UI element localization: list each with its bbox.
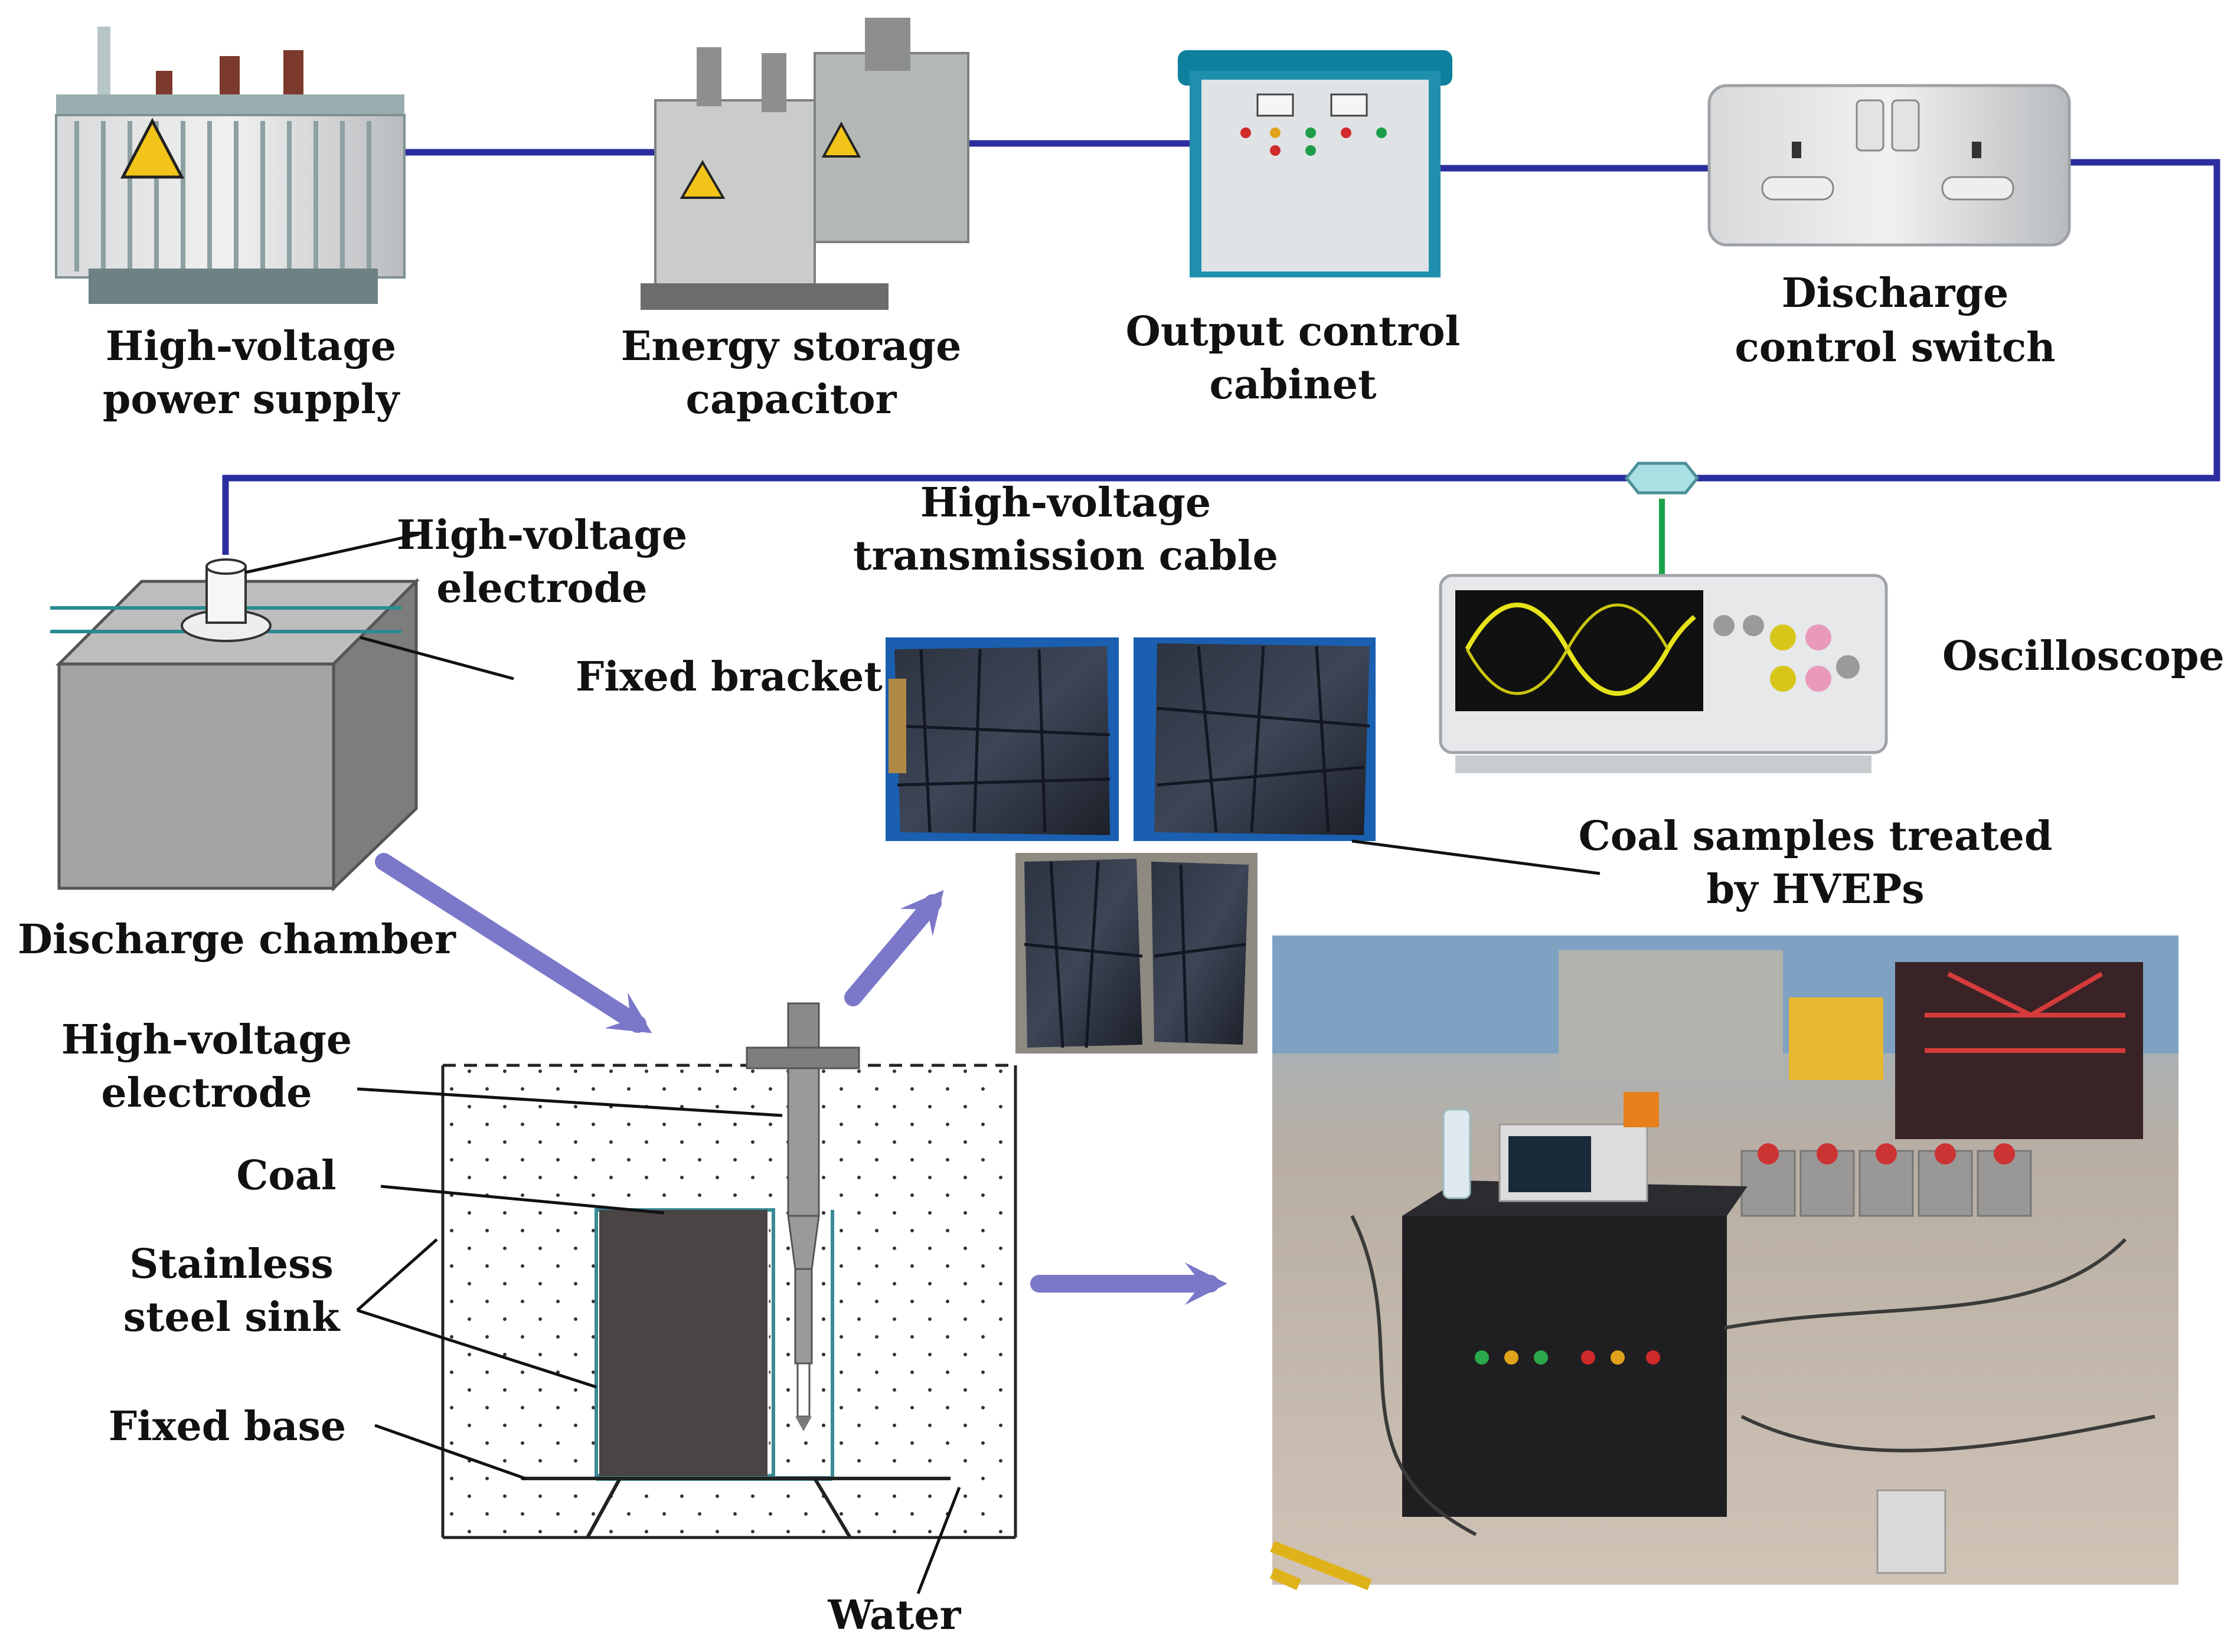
coal-sample-photo-1 — [886, 637, 1119, 841]
electrode-leader — [244, 532, 420, 574]
coal-sample-photo-2 — [1134, 637, 1376, 841]
top-electrode-label-1: High-voltage — [397, 512, 687, 559]
samples-label-1: Coal samples treated — [1579, 813, 2053, 860]
lab-setup-photo — [1269, 935, 2179, 1591]
capacitor-icon — [641, 18, 969, 310]
switch-label-1: Discharge — [1782, 270, 2009, 317]
cable-connector — [1624, 462, 1700, 495]
bracket-leader — [360, 636, 514, 681]
samples-label-2: by HVEPs — [1707, 866, 1925, 913]
top-electrode-label-2: electrode — [436, 565, 647, 612]
wiring — [222, 140, 2220, 584]
warning-icon — [680, 160, 726, 199]
switch-socket-icon — [1707, 84, 2071, 247]
cabinet-label-1: Output control — [1126, 308, 1461, 355]
cs-electrode-label-2: electrode — [101, 1069, 312, 1117]
cross-section-leaders — [356, 1087, 961, 1594]
discharge-chamber-icon — [50, 558, 420, 892]
coal-label: Coal — [236, 1152, 336, 1199]
sink-label-2: steel sink — [123, 1294, 341, 1341]
samples-leader — [1351, 839, 1601, 875]
power-supply-label-2: power supply — [103, 376, 401, 423]
cable-label-1: High-voltage — [920, 479, 1211, 526]
cabinet-label-2: cabinet — [1210, 361, 1377, 408]
switch-label-2: control switch — [1735, 324, 2055, 371]
chamber-cross-section — [441, 1002, 1017, 1539]
oscilloscope-label: Oscilloscope — [1942, 633, 2225, 680]
capacitor-label-2: capacitor — [686, 376, 897, 423]
oscilloscope-icon — [1439, 574, 1888, 773]
coal-sample-photo-3 — [1015, 853, 1258, 1054]
chamber-label: Discharge chamber — [18, 916, 456, 963]
sink-label-1: Stainless — [129, 1241, 334, 1288]
capacitor-label-1: Energy storage — [621, 323, 962, 370]
warning-icon — [120, 117, 185, 179]
bracket-label: Fixed bracket — [576, 653, 883, 701]
cable-label-2: transmission cable — [853, 532, 1278, 580]
power-supply-label-1: High-voltage — [106, 323, 396, 370]
transformer-icon — [55, 27, 406, 304]
cs-electrode-label-1: High-voltage — [61, 1016, 352, 1064]
control-cabinet-icon — [1178, 50, 1452, 277]
base-label: Fixed base — [109, 1403, 346, 1450]
flow-arrows — [375, 853, 1227, 1306]
water-label: Water — [827, 1592, 961, 1639]
